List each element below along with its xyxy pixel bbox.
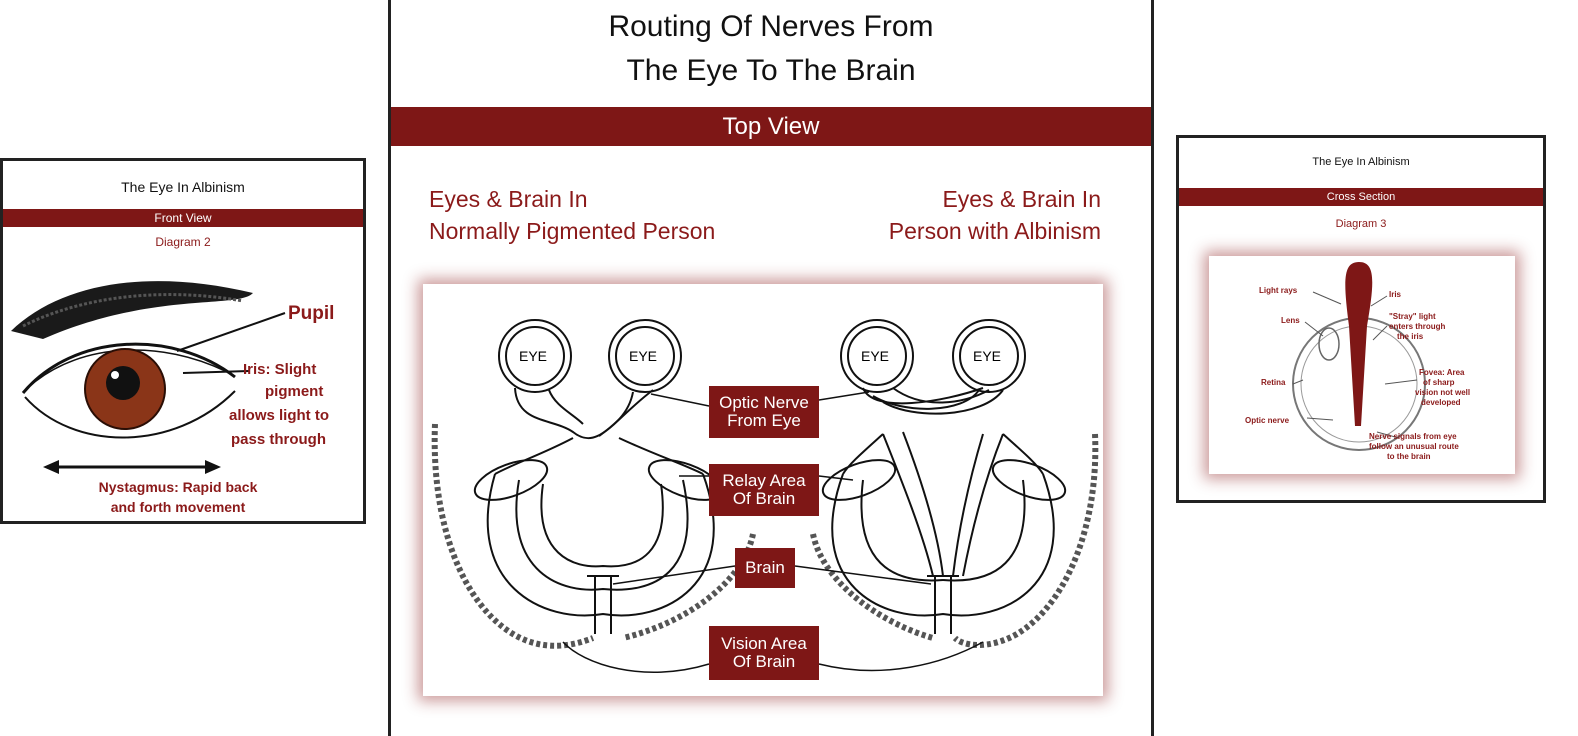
- nerve-signal-label-2: follow an unusual route: [1369, 442, 1459, 451]
- stray-label-3: the iris: [1397, 332, 1423, 341]
- right-heading-2: Person with Albinism: [889, 218, 1101, 245]
- pupil-shape: [106, 366, 140, 400]
- nystagmus-label-1: Nystagmus: Rapid back: [0, 479, 363, 495]
- eye-label-4: EYE: [973, 348, 1001, 364]
- eye-label-3: EYE: [861, 348, 889, 364]
- optic-nerve-tag: Optic Nerve From Eye: [709, 386, 819, 438]
- vision-area-tag: Vision Area Of Brain: [709, 626, 819, 680]
- eye-label-1: EYE: [519, 348, 547, 364]
- relay-tag-line-2: Of Brain: [733, 490, 795, 508]
- cross-section-svg: [1209, 256, 1515, 474]
- stray-label-2: enters through: [1389, 322, 1445, 331]
- retina-label: Retina: [1261, 378, 1285, 387]
- nystagmus-label-2: and forth movement: [0, 499, 363, 515]
- center-title-line-1: Routing Of Nerves From: [391, 10, 1151, 44]
- optic-tag-line-1: Optic Nerve: [719, 394, 809, 412]
- right-panel: The Eye In Albinism Cross Section Diagra…: [1176, 135, 1546, 503]
- nerve-signal-label-1: Nerve signals from eye: [1369, 432, 1457, 441]
- cross-section-diagram: Light rays Iris Lens "Stray" light enter…: [1209, 256, 1515, 474]
- center-panel: Routing Of Nerves From The Eye To The Br…: [388, 0, 1154, 736]
- optic-nerve-xs-label: Optic nerve: [1245, 416, 1289, 425]
- vision-tag-line-2: Of Brain: [733, 653, 795, 671]
- right-panel-title: The Eye In Albinism: [1179, 156, 1543, 168]
- brain-tag: Brain: [735, 548, 795, 588]
- nerve-routing-diagram: EYE EYE EYE EYE Optic Nerve From Eye Rel…: [423, 284, 1103, 696]
- right-panel-band: Cross Section: [1179, 188, 1543, 206]
- relay-area-tag: Relay Area Of Brain: [709, 464, 819, 516]
- eye-label-2: EYE: [629, 348, 657, 364]
- eyebrow-shape: [11, 281, 253, 339]
- vision-tag-line-1: Vision Area: [721, 635, 807, 653]
- center-title-line-2: The Eye To The Brain: [391, 54, 1151, 88]
- lens-label: Lens: [1281, 316, 1300, 325]
- iris-label-2: pigment: [265, 383, 323, 400]
- fovea-label-2: of sharp: [1423, 378, 1455, 387]
- fovea-label-3: vision not well: [1415, 388, 1470, 397]
- front-eye-illustration: [3, 161, 369, 527]
- pupil-label: Pupil: [288, 303, 334, 325]
- right-diagram-label: Diagram 3: [1179, 218, 1543, 230]
- fovea-label-4: developed: [1421, 398, 1461, 407]
- fovea-label-1: Fovea: Area: [1419, 368, 1465, 377]
- stray-label-1: "Stray" light: [1389, 312, 1436, 321]
- light-rays-label: Light rays: [1259, 286, 1297, 295]
- light-ray-shape: [1345, 262, 1372, 426]
- optic-tag-line-2: From Eye: [727, 412, 801, 430]
- center-band: Top View: [391, 107, 1151, 146]
- iris-xs-label: Iris: [1389, 290, 1401, 299]
- relay-tag-line-1: Relay Area: [722, 472, 805, 490]
- iris-label-4: pass through: [231, 431, 326, 448]
- left-heading-1: Eyes & Brain In: [429, 186, 588, 213]
- left-panel: The Eye In Albinism Front View Diagram 2…: [0, 158, 366, 524]
- iris-label-3: allows light to: [229, 407, 329, 424]
- iris-label-1: Iris: Slight: [243, 361, 316, 378]
- nerve-signal-label-3: to the brain: [1387, 452, 1431, 461]
- left-heading-2: Normally Pigmented Person: [429, 218, 715, 245]
- right-heading-1: Eyes & Brain In: [942, 186, 1101, 213]
- brain-tag-text: Brain: [745, 559, 785, 577]
